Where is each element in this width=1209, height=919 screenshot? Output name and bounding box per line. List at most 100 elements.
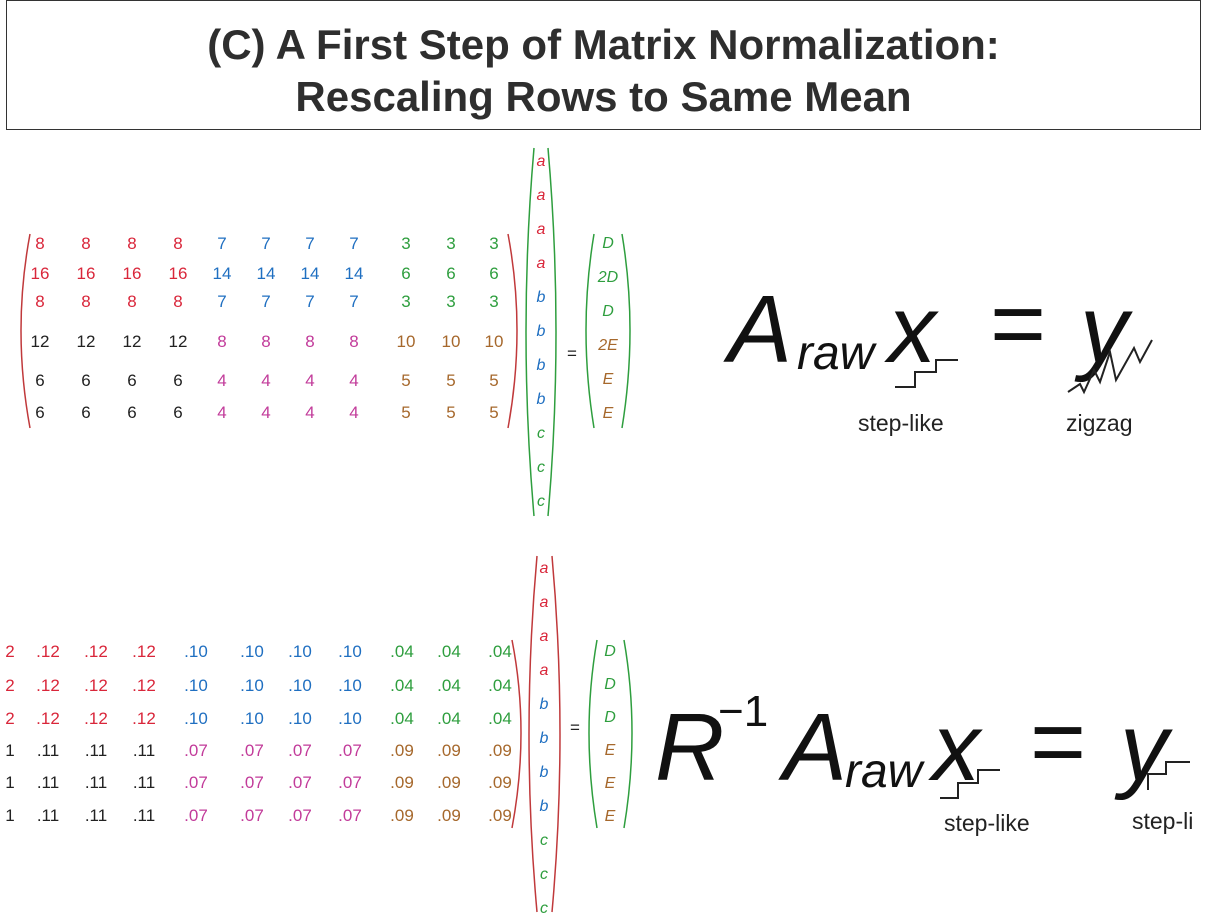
bottom-vector-y-entry: E [604, 808, 616, 825]
bottom-matrix-cell: 2 [5, 642, 15, 661]
top-equals-sign: = [567, 344, 577, 363]
top-matrix-cell: 7 [305, 234, 315, 253]
bottom-formula-y: y [1120, 694, 1168, 801]
bottom-matrix-cell: .12 [84, 642, 108, 661]
top-formula-x: x [888, 276, 936, 383]
top-matrix-cell: 8 [173, 234, 183, 253]
bottom-matrix-cell: .09 [390, 773, 414, 792]
top-formula-equals: = [990, 270, 1047, 377]
top-matrix-cell: 5 [401, 403, 411, 422]
top-matrix-cell: 6 [173, 371, 183, 390]
bottom-matrix-cell: .04 [437, 642, 461, 661]
bottom-equals-sign: = [570, 718, 580, 737]
bottom-matrix-cell: .09 [390, 741, 414, 760]
title-line-1: (C) A First Step of Matrix Normalization… [207, 21, 1000, 68]
top-matrix-cell: 6 [127, 371, 137, 390]
bottom-matrix-cell: .11 [36, 773, 60, 792]
bottom-matrix-cell: .09 [488, 806, 512, 825]
top-matrix-cell: 5 [446, 371, 456, 390]
top-vector-x-entry: c [537, 425, 545, 442]
bottom-vector-x-entry: b [539, 798, 549, 815]
top-caption-zigzag: zigzag [1066, 410, 1133, 436]
top-matrix-cell: 12 [76, 332, 96, 351]
bottom-matrix-cell: .07 [184, 806, 208, 825]
bottom-vector-x-entry: b [539, 696, 549, 713]
bottom-matrix-cell: .09 [390, 806, 414, 825]
bottom-matrix-cell: .11 [132, 806, 156, 825]
top-vector-y-entry: D [602, 303, 614, 320]
top-matrix-cell: 14 [300, 264, 320, 283]
top-matrix-cell: 6 [81, 371, 91, 390]
bottom-matrix-cell: .10 [240, 676, 264, 695]
top-matrix-cell: 8 [127, 292, 137, 311]
top-zigzag-sketch [1067, 339, 1153, 395]
top-matrix-cell: 8 [261, 332, 271, 351]
bottom-matrix-cell: .04 [390, 642, 414, 661]
bottom-matrix-cell: .10 [338, 676, 362, 695]
bottom-matrix-cell: .09 [437, 806, 461, 825]
top-vector-y-entry: D [602, 235, 614, 252]
bottom-matrix-cell: .10 [288, 709, 312, 728]
bottom-vector-x-entry: b [539, 730, 549, 747]
bottom-matrix-cell: .10 [240, 709, 264, 728]
top-vx-right-bracket [547, 147, 557, 517]
top-matrix-left-bracket [20, 233, 31, 429]
top-matrix-cell: 6 [35, 371, 45, 390]
bottom-matrix-cell: .04 [488, 642, 512, 661]
top-matrix-cell: 8 [81, 292, 91, 311]
bottom-matrix-cell: .10 [240, 642, 264, 661]
top-matrix-cell: 5 [401, 371, 411, 390]
top-matrix-cell: 4 [261, 371, 271, 390]
bottom-matrix-cell: .12 [132, 642, 156, 661]
bottom-formula-inverse: −1 [718, 687, 769, 736]
top-vector-x-entry: c [537, 493, 545, 510]
top-matrix-cell: 8 [81, 234, 91, 253]
bottom-matrix-cell: .07 [288, 806, 312, 825]
bottom-caption-step-like: step-like [944, 810, 1030, 836]
bottom-matrix-cell: .09 [437, 741, 461, 760]
top-matrix-cell: 4 [217, 371, 227, 390]
top-matrix-cell: 4 [217, 403, 227, 422]
top-matrix-cell: 16 [168, 264, 188, 283]
bottom-matrix-cell: 2 [5, 676, 15, 695]
bottom-vector-y-entry: D [604, 676, 616, 693]
bottom-matrix-cell: .04 [437, 709, 461, 728]
bottom-vector-x-entry: c [540, 900, 548, 917]
top-matrix-cell: 4 [349, 371, 359, 390]
bottom-matrix-cell: .10 [288, 676, 312, 695]
top-matrix-cell: 8 [305, 332, 315, 351]
bottom-vector-x-entry: c [540, 832, 548, 849]
bottom-formula-equals: = [1030, 688, 1087, 795]
top-formula-A: A [728, 276, 793, 383]
top-matrix-cell: 10 [484, 332, 504, 351]
top-vy-right-bracket [621, 233, 631, 429]
top-matrix-cell: 6 [127, 403, 137, 422]
top-vx-left-bracket [525, 147, 535, 517]
bottom-matrix-cell: .04 [488, 676, 512, 695]
top-matrix-cell: 6 [401, 264, 411, 283]
top-matrix-cell: 4 [349, 403, 359, 422]
bottom-vector-x-entry: a [539, 628, 549, 645]
top-matrix-cell: 6 [35, 403, 45, 422]
top-matrix-cell: 3 [446, 292, 456, 311]
bottom-matrix-cell: .11 [84, 741, 108, 760]
bottom-matrix-right-bracket [511, 639, 522, 829]
top-vector-y-entry: 2E [598, 337, 618, 354]
top-matrix-cell: 3 [489, 234, 499, 253]
bottom-matrix-cell: .07 [288, 773, 312, 792]
bottom-vx-right-bracket [551, 555, 561, 913]
top-matrix-cell: 8 [35, 292, 45, 311]
top-matrix-cell: 7 [305, 292, 315, 311]
top-matrix-cell: 14 [256, 264, 276, 283]
bottom-matrix-cell: 1 [5, 773, 15, 792]
top-matrix-cell: 10 [441, 332, 461, 351]
top-matrix-cell: 10 [396, 332, 416, 351]
bottom-formula-x: x [932, 694, 980, 801]
top-matrix-right-bracket [507, 233, 518, 429]
top-matrix-cell: 6 [489, 264, 499, 283]
bottom-matrix-cell: .07 [338, 773, 362, 792]
bottom-formula-raw: raw [845, 745, 923, 798]
bottom-y-step-sketch [1147, 761, 1190, 790]
bottom-matrix-cell: .12 [36, 676, 60, 695]
bottom-matrix-cell: .10 [184, 709, 208, 728]
